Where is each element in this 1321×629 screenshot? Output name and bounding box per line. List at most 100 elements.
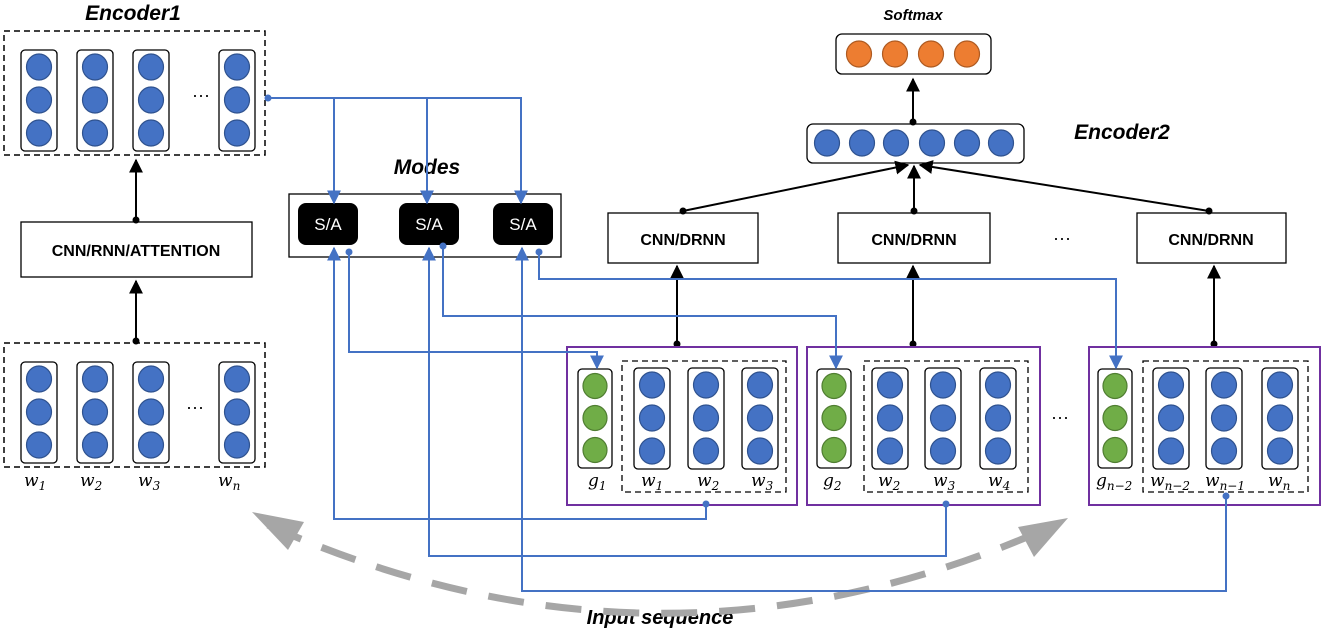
word-column — [1261, 367, 1299, 470]
word-label: w4 — [988, 471, 1010, 493]
gate-label: g1 — [588, 471, 607, 493]
word-label: w2 — [697, 471, 719, 493]
node-circle — [929, 404, 957, 432]
node-circle — [1157, 371, 1185, 399]
word-column — [633, 367, 671, 470]
encoder1-input-ellipsis: ··· — [186, 397, 204, 417]
word-label: wn−1 — [1205, 471, 1245, 493]
encoder2-panel — [806, 123, 1025, 164]
cnn-drnn-box-1: CNN/DRNN — [607, 212, 759, 264]
encoder1-output-column — [132, 49, 170, 152]
node-circle — [137, 86, 165, 114]
node-circle — [223, 365, 251, 393]
encoder1-input-columns — [20, 361, 256, 464]
cnn-rnn-attention-label: CNN/RNN/ATTENTION — [52, 243, 221, 260]
node-circle — [223, 53, 251, 81]
encoder1-input-column — [132, 361, 170, 464]
encoder1-input-column — [20, 361, 58, 464]
encoder2-node — [848, 129, 876, 157]
mode-sa-label: S/A — [415, 215, 443, 234]
encoder1-output-column — [20, 49, 58, 152]
encoder1-word-label: wn — [218, 471, 240, 493]
node-circle — [876, 404, 904, 432]
word-column — [687, 367, 725, 470]
word-column — [979, 367, 1017, 470]
softmax-node — [845, 40, 873, 68]
node-circle — [638, 437, 666, 465]
encoder2-node — [953, 129, 981, 157]
mode-sa-block: S/A — [493, 203, 553, 245]
node-circle — [929, 437, 957, 465]
encoder1-word-label: w2 — [80, 471, 102, 493]
word-label: wn — [1268, 471, 1290, 493]
word-column — [1152, 367, 1190, 470]
encoder1-title: Encoder1 — [85, 2, 181, 25]
node-circle — [1266, 437, 1294, 465]
cnn-drnn-ellipsis: ··· — [1053, 228, 1071, 248]
node-circle — [25, 398, 53, 426]
softmax-node — [881, 40, 909, 68]
word-label: w3 — [933, 471, 956, 493]
encoder1-input-panel: ··· — [3, 342, 266, 468]
node-circle — [984, 437, 1012, 465]
node-circle — [137, 431, 165, 459]
cnn-rnn-attention-box: CNN/RNN/ATTENTION — [20, 221, 253, 278]
word-column — [871, 367, 909, 470]
node-circle — [137, 53, 165, 81]
mode-sa-label: S/A — [509, 215, 537, 234]
node-circle — [692, 404, 720, 432]
encoder1-output-ellipsis: ··· — [192, 85, 210, 105]
node-circle — [692, 371, 720, 399]
group-ellipsis: ··· — [1051, 407, 1069, 427]
node-circle — [25, 53, 53, 81]
gate-column — [816, 368, 852, 469]
node-circle — [137, 365, 165, 393]
softmax-node — [953, 40, 981, 68]
node-circle — [81, 431, 109, 459]
node-circle — [81, 53, 109, 81]
node-circle — [81, 365, 109, 393]
gate-node — [821, 436, 847, 464]
encoder2-node — [882, 129, 910, 157]
gate-node — [1102, 404, 1128, 432]
encoder2-title: Encoder2 — [1074, 121, 1170, 144]
encoder1-output-panel: ··· — [3, 30, 266, 156]
gate-node — [821, 372, 847, 400]
node-circle — [137, 398, 165, 426]
node-circle — [638, 371, 666, 399]
node-circle — [876, 437, 904, 465]
node-circle — [746, 437, 774, 465]
node-circle — [223, 398, 251, 426]
input-sequence-arrow — [252, 512, 1068, 617]
node-circle — [1210, 371, 1238, 399]
encoder2-node — [813, 129, 841, 157]
node-circle — [984, 371, 1012, 399]
word-label: wn−2 — [1150, 471, 1190, 493]
gate-node — [1102, 436, 1128, 464]
encoder1-word-label: w3 — [138, 471, 161, 493]
node-circle — [25, 365, 53, 393]
node-circle — [1266, 404, 1294, 432]
cnn-drnn-label-3: CNN/DRNN — [1168, 232, 1253, 249]
mode-sa-block: S/A — [399, 203, 459, 245]
node-circle — [746, 371, 774, 399]
cnn-drnn-box-3: CNN/DRNN — [1136, 212, 1287, 264]
cnn-drnn-box-2: CNN/DRNN — [837, 212, 991, 264]
node-circle — [223, 431, 251, 459]
node-circle — [746, 404, 774, 432]
node-circle — [81, 398, 109, 426]
gate-node — [821, 404, 847, 432]
node-circle — [1157, 404, 1185, 432]
word-column — [1205, 367, 1243, 470]
node-circle — [1266, 371, 1294, 399]
mode-connectors — [264, 94, 1230, 592]
node-circle — [25, 119, 53, 147]
node-circle — [25, 86, 53, 114]
node-circle — [1210, 404, 1238, 432]
node-circle — [692, 437, 720, 465]
gate-column — [577, 368, 613, 469]
